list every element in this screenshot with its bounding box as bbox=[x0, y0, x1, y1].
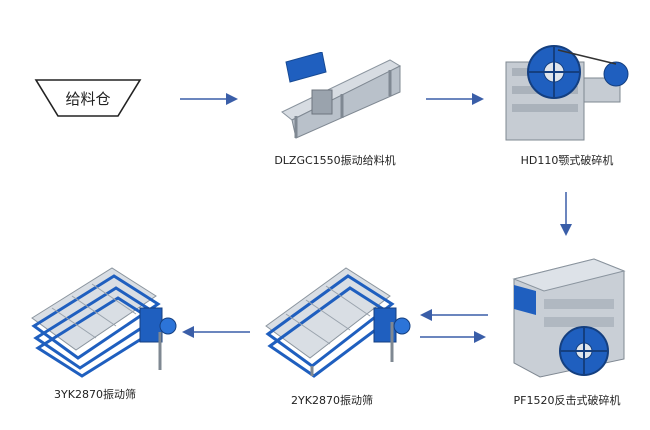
screen-2yk-image bbox=[265, 267, 411, 378]
impact-crusher-label: PF1520反击式破碎机 bbox=[513, 394, 621, 407]
jaw-crusher-node bbox=[498, 38, 638, 143]
screen-3yk-label: 3YK2870振动筛 bbox=[54, 388, 136, 401]
impact-crusher-node bbox=[500, 255, 630, 380]
jaw-crusher-image bbox=[505, 45, 629, 141]
hopper-label: 给料仓 bbox=[65, 90, 111, 108]
screen-2yk-label: 2YK2870振动筛 bbox=[291, 394, 373, 407]
arrow-hopper-to-feeder bbox=[180, 93, 238, 105]
screen-3yk-node bbox=[28, 266, 178, 378]
feeder-node bbox=[272, 52, 402, 142]
screen-2yk-node bbox=[262, 266, 412, 378]
arrow-2yk-to-impact bbox=[420, 331, 486, 343]
impact-crusher-image bbox=[512, 258, 626, 378]
hopper-node: 给料仓 bbox=[34, 78, 142, 118]
arrow-2yk-to-3yk bbox=[182, 326, 250, 338]
hopper-shape bbox=[34, 79, 142, 117]
feeder-label: DLZGC1550振动给料机 bbox=[274, 154, 396, 167]
feeder-image bbox=[281, 52, 402, 139]
jaw-crusher-label: HD110颚式破碎机 bbox=[520, 154, 614, 167]
arrow-impact-to-2yk bbox=[420, 309, 488, 321]
screen-3yk-image bbox=[31, 267, 177, 378]
arrow-jaw-to-impact bbox=[560, 192, 572, 236]
arrow-feeder-to-jaw bbox=[426, 93, 484, 105]
